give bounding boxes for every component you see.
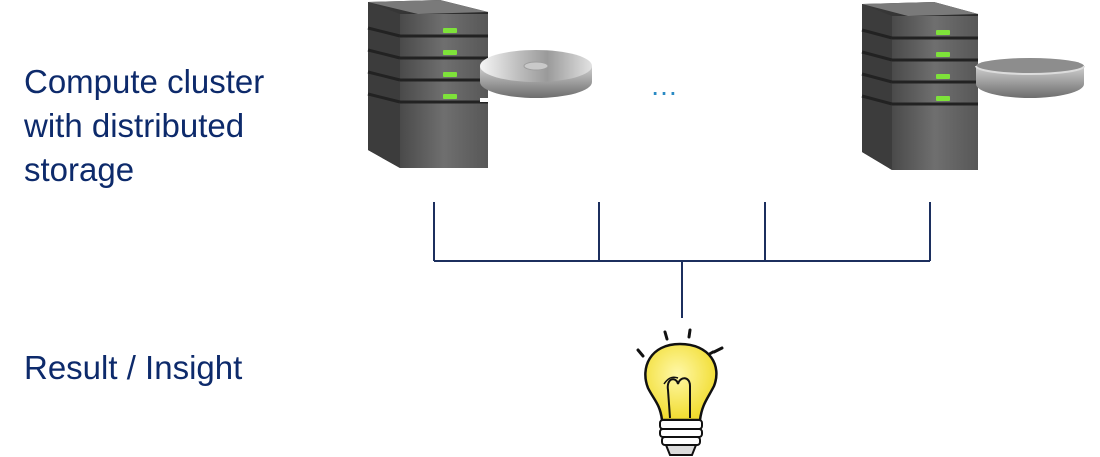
connector-lines [433, 202, 931, 318]
left-disk-icon [480, 50, 592, 102]
compute-label-line-3: storage [24, 151, 135, 188]
compute-label-line-2: with distributed [24, 107, 245, 144]
left-server-icon [367, 0, 488, 168]
result-insight-label: Result / Insight [24, 349, 243, 386]
compute-cluster-label: Compute cluster with distributed storage [24, 60, 344, 192]
compute-label-line-1: Compute cluster [24, 63, 265, 100]
lightbulb-icon [636, 328, 724, 456]
right-server-icon [861, 2, 978, 170]
more-nodes-ellipsis: … [650, 70, 679, 101]
right-disk-icon [975, 58, 1085, 98]
